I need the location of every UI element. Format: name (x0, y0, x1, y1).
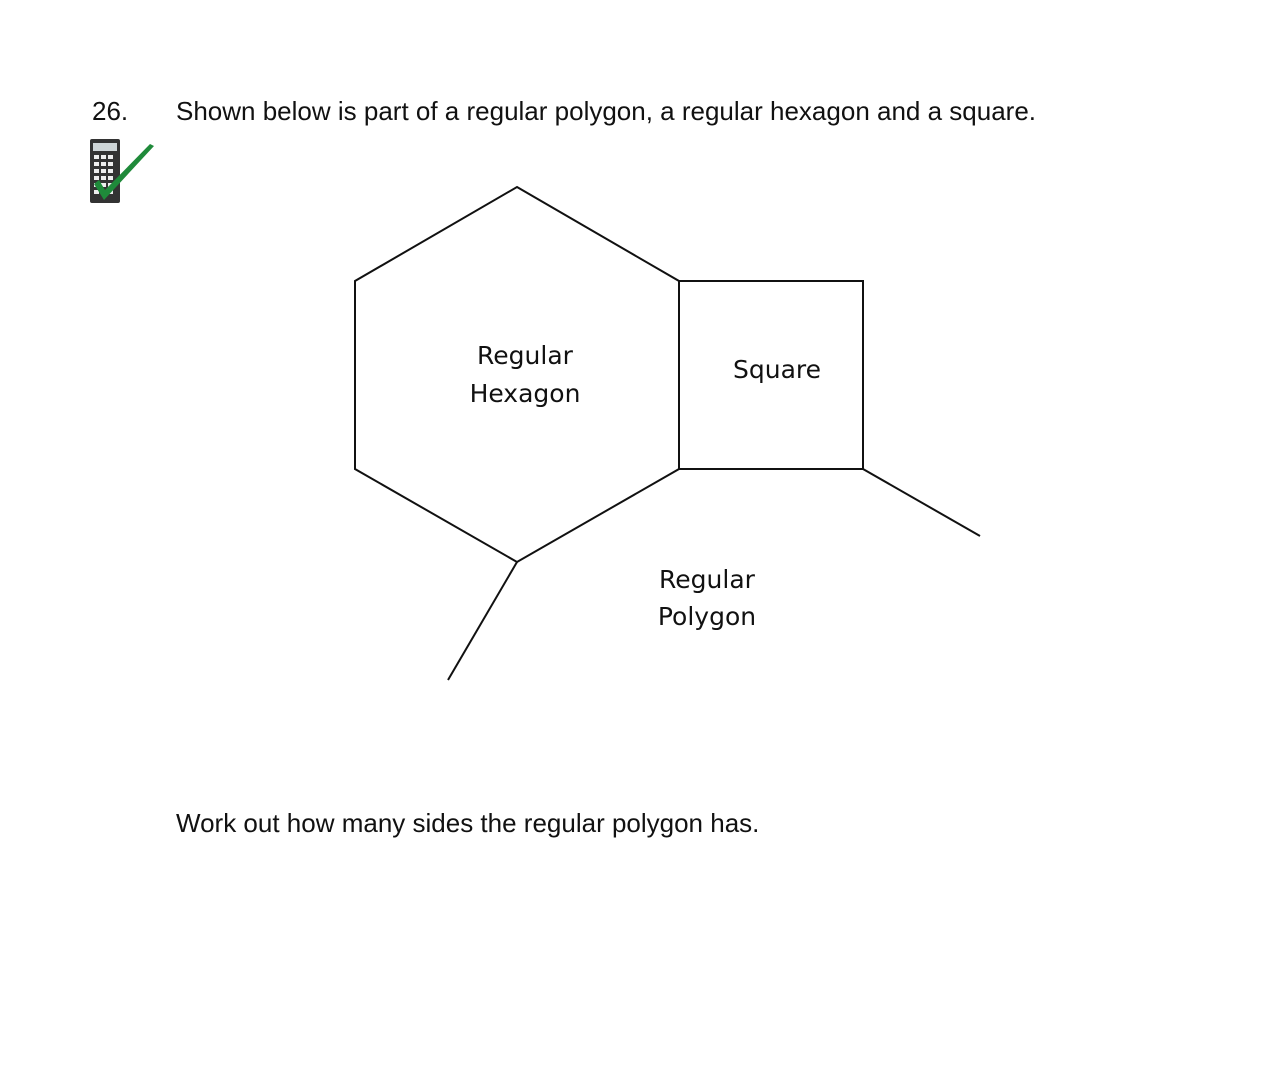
polygon-edge-right (862, 468, 981, 537)
hexagon-label-line2: Hexagon (470, 379, 581, 408)
calculator-allowed-icon (90, 139, 154, 203)
hexagon-label-line1: Regular (477, 341, 574, 370)
polygon-edge-left (447, 561, 518, 681)
question-number: 26. (92, 96, 129, 126)
square (678, 280, 864, 470)
green-tick-icon (94, 144, 154, 200)
square-label: Square (733, 355, 821, 384)
polygon-label-line2: Polygon (658, 602, 756, 631)
question-prompt: Work out how many sides the regular poly… (176, 808, 760, 838)
regular-hexagon (354, 185, 680, 564)
question-text: Shown below is part of a regular polygon… (176, 96, 1037, 126)
polygon-label-line1: Regular (659, 565, 756, 594)
